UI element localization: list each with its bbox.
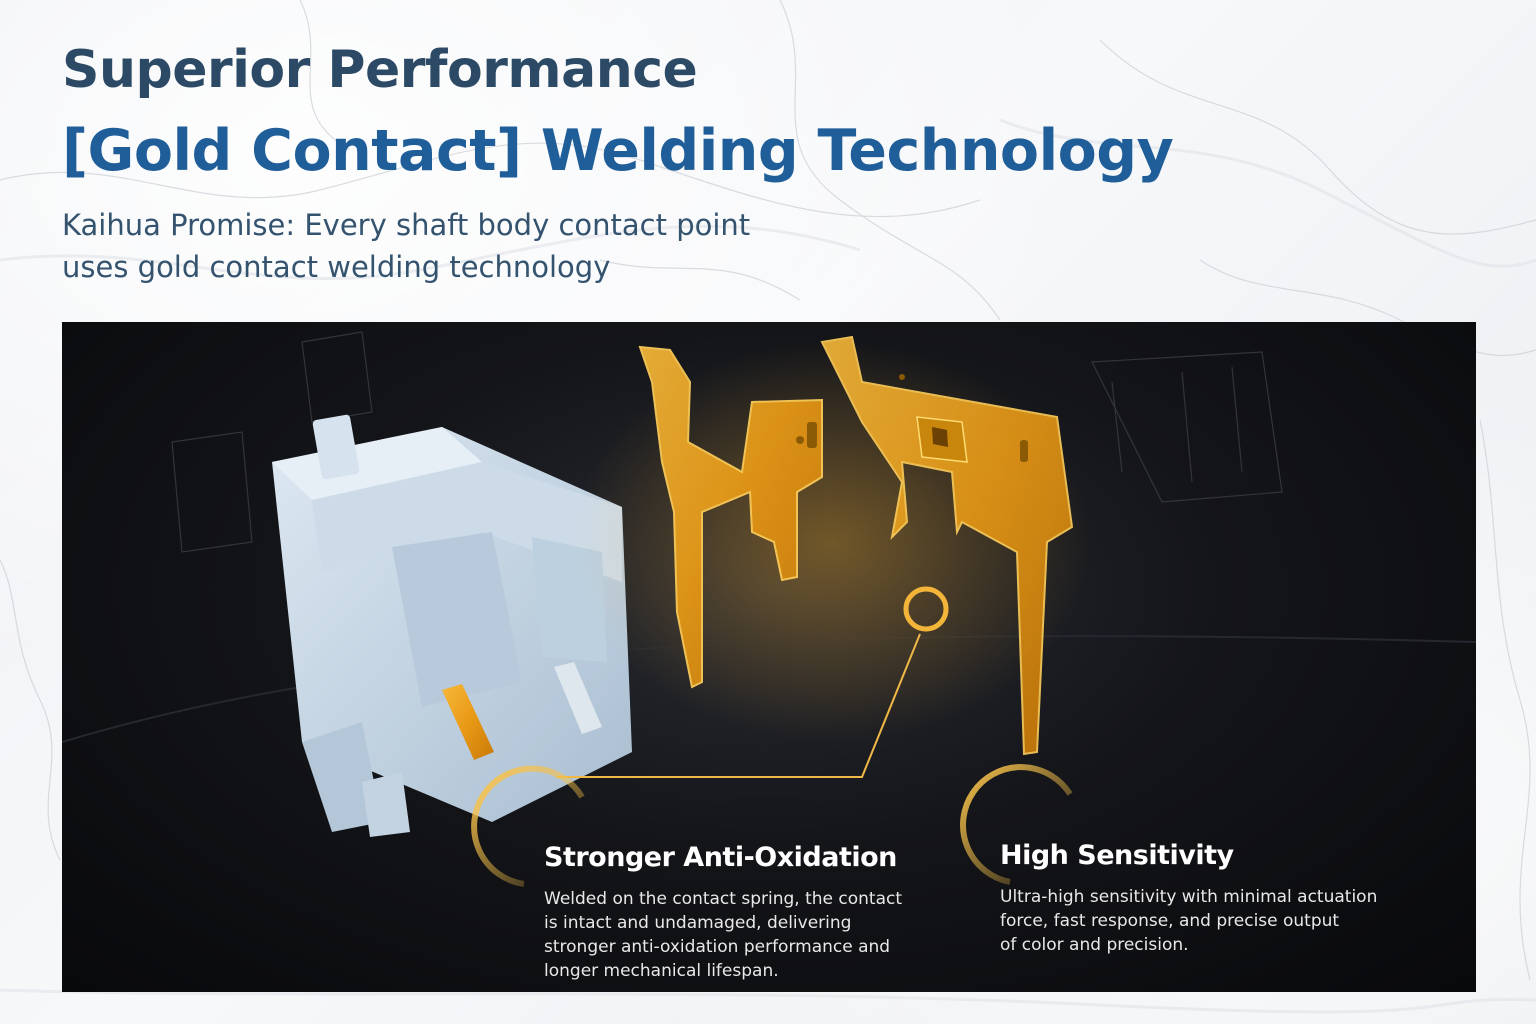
feature-ring-icon bbox=[960, 764, 1073, 885]
switch-body-icon bbox=[272, 414, 632, 837]
feature-line: of color and precision. bbox=[1000, 935, 1189, 955]
gold-contact-left-icon bbox=[638, 345, 823, 689]
feature-title: Stronger Anti-Oxidation bbox=[544, 842, 897, 873]
subtitle-line2: uses gold contact welding technology bbox=[62, 250, 611, 284]
feature-line: longer mechanical lifespan. bbox=[544, 961, 779, 981]
product-illustration bbox=[62, 331, 1476, 887]
background-wireframe bbox=[171, 331, 1283, 553]
feature-line: is intact and undamaged, delivering bbox=[544, 913, 852, 933]
feature-anti-oxidation: Stronger Anti-Oxidation Welded on the co… bbox=[544, 842, 902, 983]
feature-line: force, fast response, and precise output bbox=[1000, 911, 1340, 931]
subtitle-line1: Kaihua Promise: Every shaft body contact… bbox=[62, 208, 751, 242]
feature-line: Ultra-high sensitivity with minimal actu… bbox=[1000, 887, 1378, 907]
page-title-line1: Superior Performance bbox=[62, 40, 698, 100]
subtitle: Kaihua Promise: Every shaft body contact… bbox=[62, 204, 822, 288]
feature-line: stronger anti-oxidation performance and bbox=[544, 937, 891, 957]
feature-high-sensitivity: High Sensitivity Ultra-high sensitivity … bbox=[1000, 840, 1377, 957]
page-title-line2: [Gold Contact] Welding Technology bbox=[62, 118, 1174, 184]
feature-title: High Sensitivity bbox=[1000, 840, 1234, 871]
feature-description: Ultra-high sensitivity with minimal actu… bbox=[1000, 885, 1377, 957]
feature-ring-icon bbox=[471, 765, 585, 887]
product-showcase-panel: Stronger Anti-Oxidation Welded on the co… bbox=[62, 322, 1476, 992]
callout-line bbox=[556, 633, 921, 778]
feature-line: Welded on the contact spring, the contac… bbox=[544, 889, 902, 909]
feature-description: Welded on the contact spring, the contac… bbox=[544, 887, 902, 983]
gold-contact-right-icon bbox=[820, 335, 1074, 756]
contact-point-ring-icon bbox=[903, 586, 949, 632]
